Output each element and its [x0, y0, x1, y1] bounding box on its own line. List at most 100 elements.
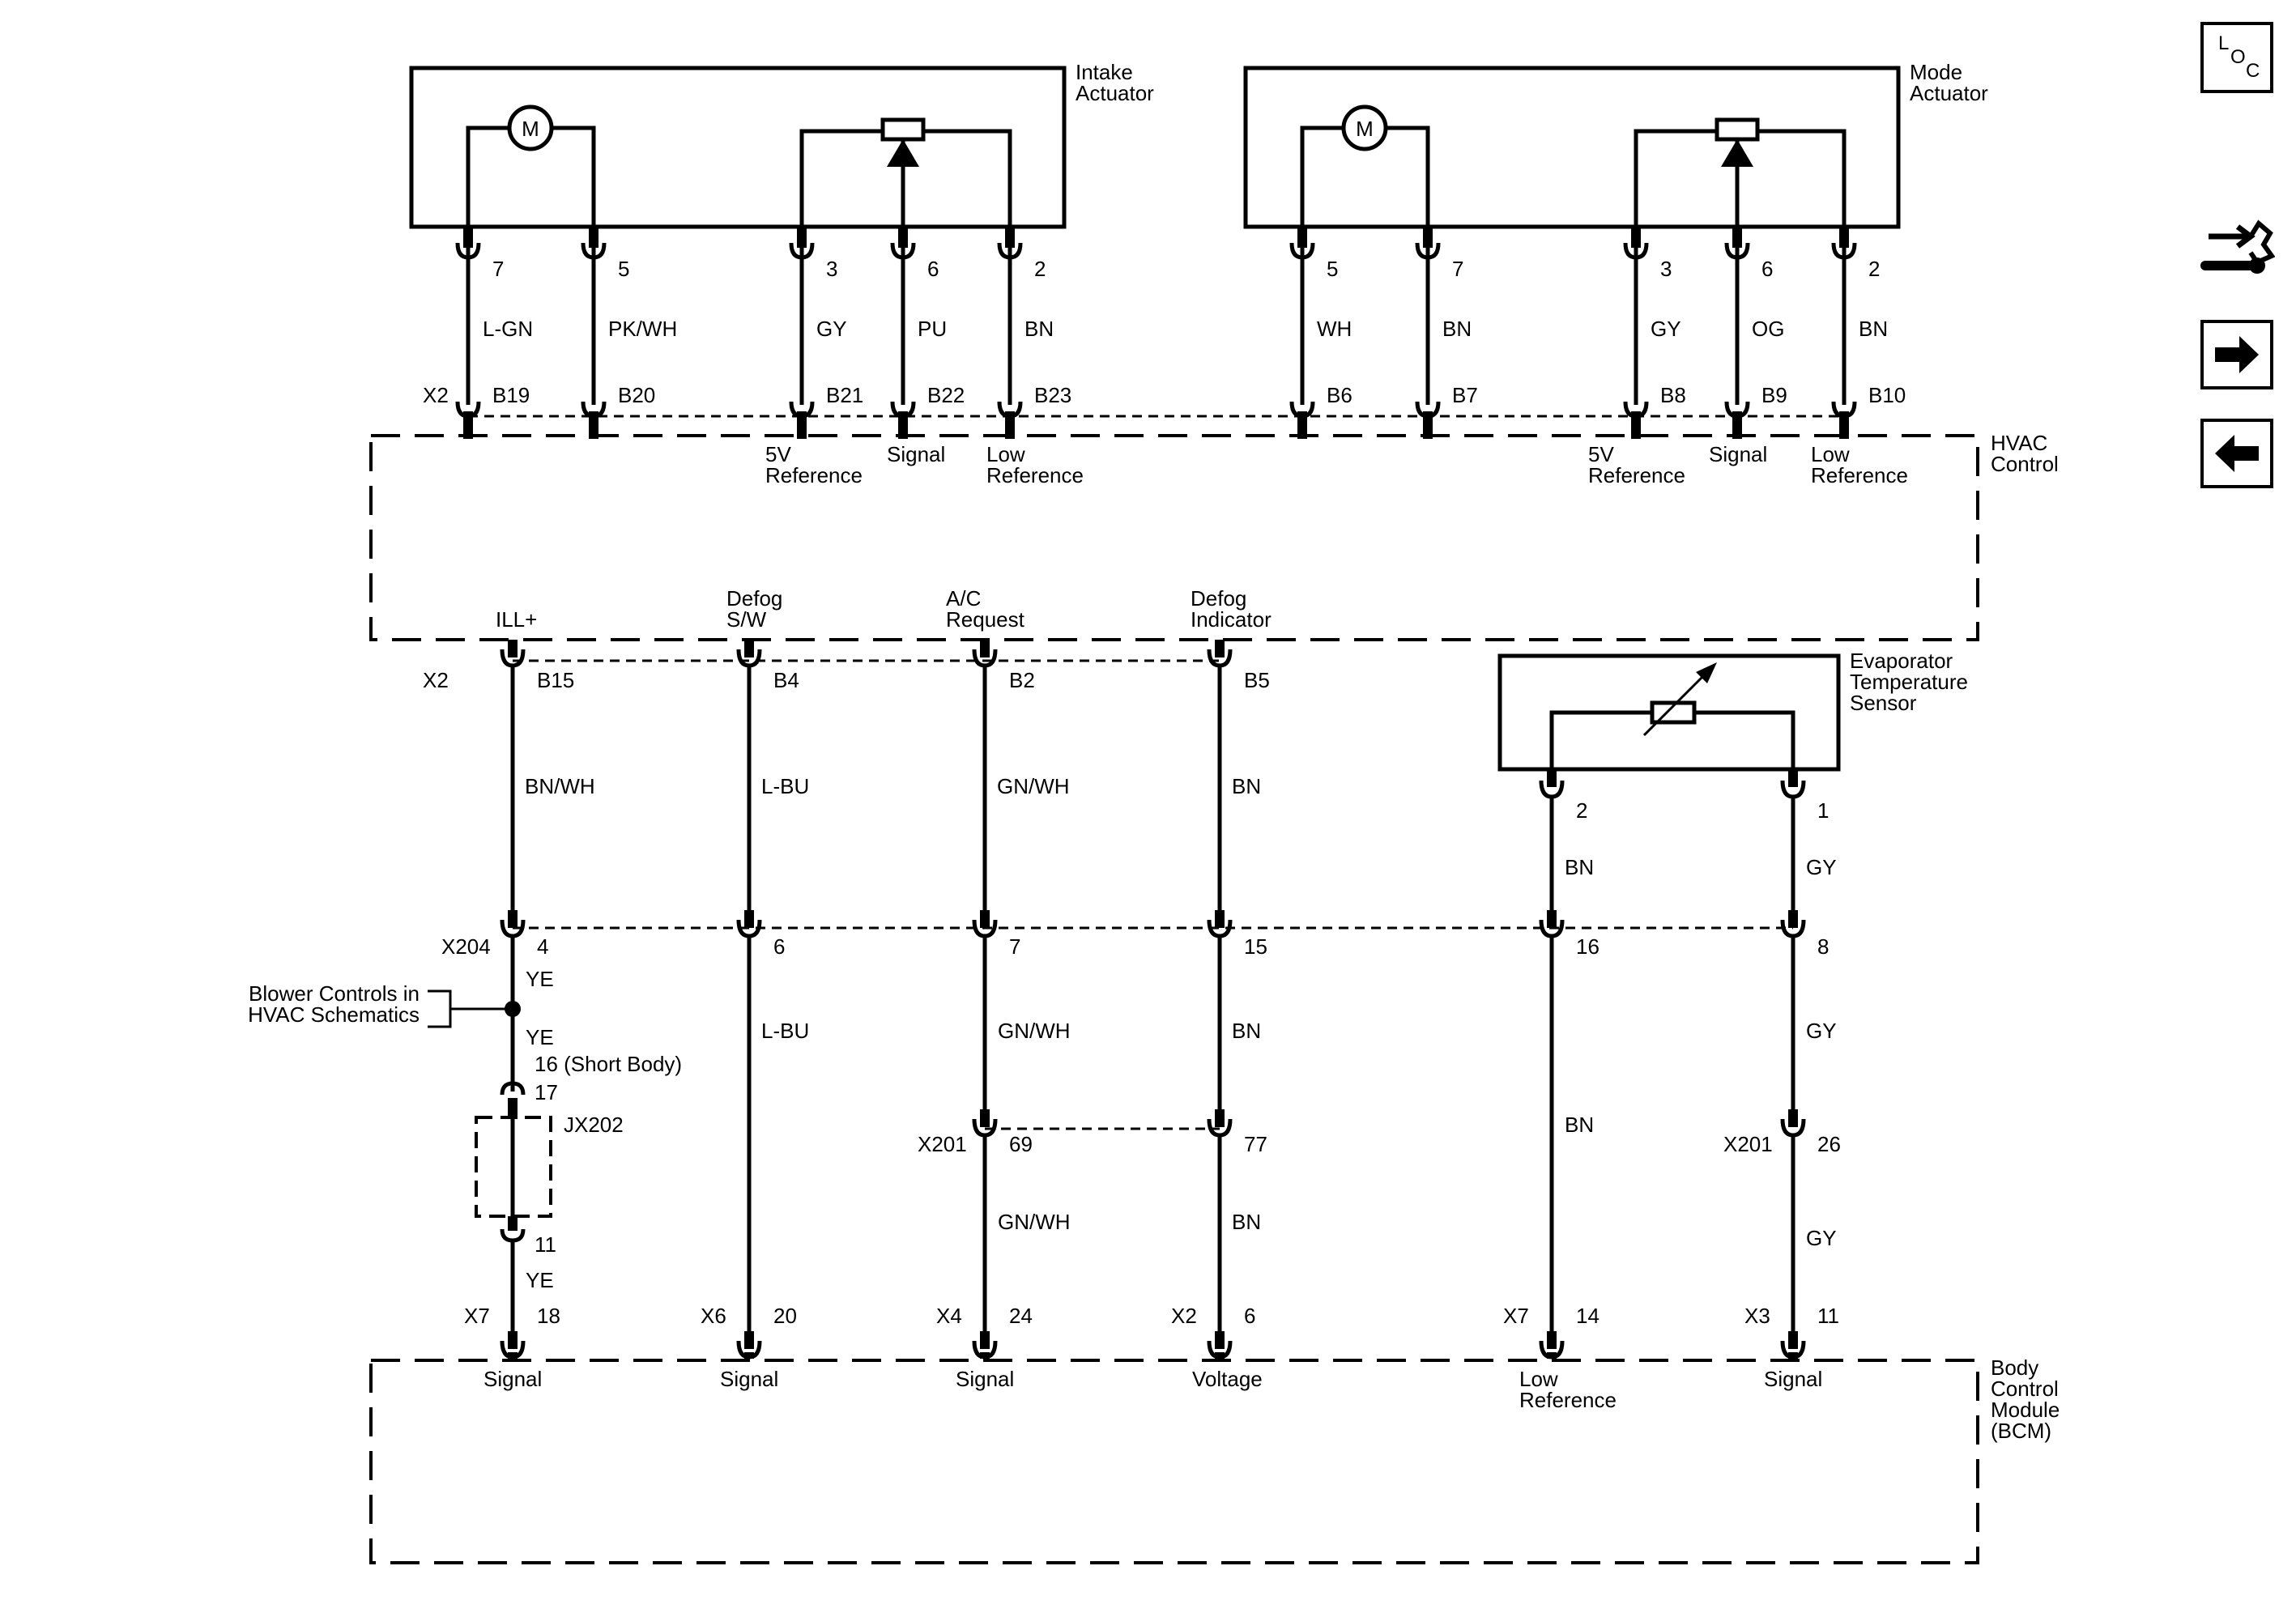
sensor-wire-color: GY — [1806, 855, 1837, 879]
intake-hvac-pin: B20 — [618, 383, 655, 407]
motor-symbol: M — [1356, 117, 1374, 141]
bcm-connector-id: X4 — [936, 1304, 962, 1328]
intake-pin-number: 2 — [1034, 257, 1046, 281]
mode-wire-color: BN — [1442, 317, 1472, 341]
upper-wire-color: GN/WH — [997, 774, 1070, 798]
intake-wire-color: PK/WH — [608, 317, 677, 341]
x204-pin — [508, 910, 518, 928]
hvac-out-pin — [980, 640, 990, 657]
mid-wire-color: BN — [1565, 1113, 1594, 1137]
x204-pin-number: 4 — [537, 934, 548, 959]
motor-symbol: M — [522, 117, 539, 141]
intake-pin — [463, 227, 473, 248]
bcm-pin-number: 11 — [1817, 1304, 1839, 1328]
bcm-terminal-label: Signal — [720, 1367, 778, 1391]
sensor-pin-number: 2 — [1576, 798, 1587, 823]
mid-wire-color: GY — [1806, 1019, 1837, 1043]
mode-pot-wire-left — [1634, 129, 1717, 227]
mode-pin — [1297, 227, 1307, 248]
mid-wire-color: YE — [526, 967, 554, 991]
x201-pin — [980, 1109, 990, 1127]
mode-pin-number: 2 — [1868, 257, 1880, 281]
mode-hvac-pin: B10 — [1868, 383, 1906, 407]
bcm-pin-number: 6 — [1244, 1304, 1255, 1328]
jx202-label: JX202 — [564, 1113, 624, 1137]
jx202-terminal-bottom — [500, 1228, 526, 1243]
bcm-pin — [980, 1331, 990, 1349]
intake-hvac-pin: B19 — [492, 383, 530, 407]
hvac-pin — [463, 411, 473, 439]
sensor-pin — [1547, 769, 1557, 787]
bcm-pin-number: 14 — [1576, 1304, 1600, 1328]
thermistor-arrow — [1642, 669, 1710, 737]
previous-arrow-icon[interactable] — [2200, 419, 2273, 488]
jx202-pin-bottom: 11 — [535, 1232, 556, 1257]
upper-wire-color: BN — [1232, 774, 1261, 798]
sensor-wire-right — [1694, 710, 1795, 769]
loc-letter-o: O — [2230, 46, 2246, 68]
x204-pin — [1788, 910, 1798, 928]
bcm-pin-stub — [1788, 1352, 1798, 1359]
hvac-pin — [1423, 411, 1433, 439]
intake-actuator-box — [409, 66, 1067, 229]
hvac-terminal-label: Signal — [1709, 442, 1767, 466]
sensor-wire-color: BN — [1565, 855, 1594, 879]
mode-pin — [1423, 227, 1433, 248]
ye-lower-color: YE — [526, 1268, 554, 1292]
bcm-pin-number: 18 — [537, 1304, 560, 1328]
hvac-pin — [1005, 411, 1015, 439]
bcm-terminal-label: Voltage — [1192, 1367, 1263, 1391]
mode-pin-number: 5 — [1327, 257, 1338, 281]
hvac-out-pin — [508, 640, 518, 657]
loc-letters: L O C — [2218, 32, 2260, 82]
jx202-pin — [508, 1216, 518, 1231]
mode-pin — [1839, 227, 1849, 248]
x204-pin — [980, 910, 990, 928]
sensor-pin — [1788, 769, 1798, 787]
mode-motor-wire-left — [1300, 126, 1344, 227]
intake-pot-wire-left — [799, 129, 883, 227]
mid-wire-color: GN/WH — [998, 1019, 1071, 1043]
hvac-out-pin — [1215, 640, 1225, 657]
blower-note-bracket — [428, 989, 513, 1028]
hvac-out-pin-number: B5 — [1244, 668, 1270, 692]
bcm-pin — [744, 1331, 754, 1349]
x204-label: X204 — [441, 934, 491, 959]
hvac-pin — [1732, 411, 1742, 439]
service-tool-icon[interactable] — [2200, 212, 2276, 287]
intake-hvac-pin: B22 — [927, 383, 965, 407]
intake-pot-wire-right — [923, 129, 1012, 227]
wiper-arrow-icon — [887, 139, 919, 167]
intake-wire-color: GY — [816, 317, 847, 341]
mode-hvac-pin: B6 — [1327, 383, 1352, 407]
hvac-out-pin-number: B2 — [1009, 668, 1035, 692]
bcm-connector-id: X7 — [464, 1304, 490, 1328]
upper-wire-color: BN/WH — [525, 774, 595, 798]
intake-motor-wire-left — [466, 126, 509, 227]
mode-pin-number: 3 — [1660, 257, 1672, 281]
intake-wire-color: PU — [918, 317, 947, 341]
x201-pin — [1788, 1109, 1798, 1127]
mode-pin — [1631, 227, 1641, 248]
mode-hvac-pin: B9 — [1761, 383, 1787, 407]
intake-pin — [589, 227, 598, 248]
bcm-connector-id: X2 — [1171, 1304, 1197, 1328]
sensor-pin-number: 1 — [1817, 798, 1829, 823]
bcm-pin — [508, 1331, 518, 1349]
bcm-connector-id: X7 — [1503, 1304, 1529, 1328]
sensor-wire-left — [1549, 710, 1652, 769]
loc-icon[interactable]: L O C — [2200, 22, 2273, 93]
mode-pin-number: 7 — [1452, 257, 1463, 281]
mode-wire-color: BN — [1859, 317, 1888, 341]
next-arrow-icon[interactable] — [2200, 320, 2273, 389]
hvac-bottom-connector: X2 — [423, 668, 449, 692]
intake-motor-wire-right — [552, 126, 596, 227]
x204-pin-number: 6 — [773, 934, 785, 959]
